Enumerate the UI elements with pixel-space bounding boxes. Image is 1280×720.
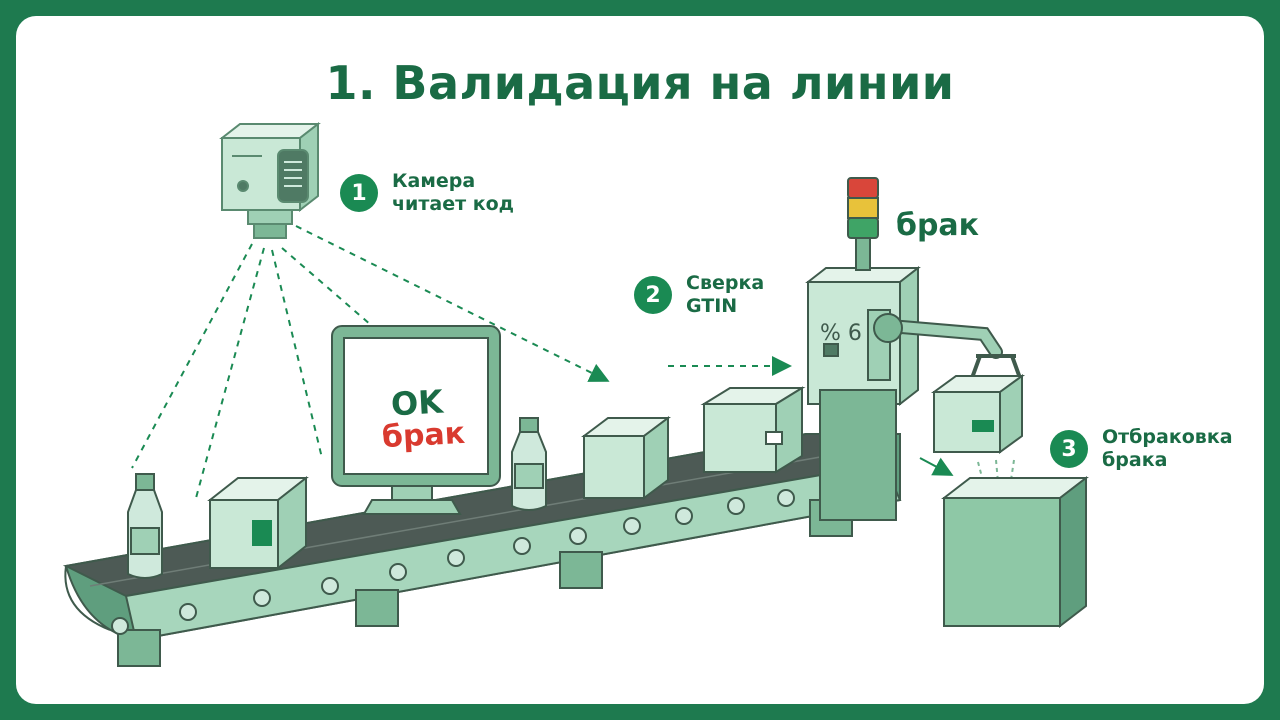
page-title: 1. Валидация на линии xyxy=(325,56,955,110)
signal-tower-icon xyxy=(847,177,879,271)
svg-text:% 6: % 6 xyxy=(820,321,862,346)
rejected-box-icon xyxy=(930,374,1026,454)
step-number-badge: 1 xyxy=(340,174,378,212)
scanner-camera-icon xyxy=(219,121,321,239)
scan-beams xyxy=(131,225,954,499)
reject-machine: % 6 xyxy=(805,265,1022,521)
step-1: 1 Камера читает код xyxy=(340,170,514,216)
diagram-frame: % 6 xyxy=(16,16,1264,704)
box-icon xyxy=(700,386,806,474)
step-3: 3 Отбраковка брака xyxy=(1050,426,1233,472)
step-number-badge: 3 xyxy=(1050,430,1088,468)
bottle-icon xyxy=(127,473,163,579)
bottle-icon xyxy=(511,417,547,511)
production-line-illustration: % 6 xyxy=(62,121,1089,667)
reject-bin-icon xyxy=(941,475,1089,629)
step-number-badge: 2 xyxy=(634,276,672,314)
signal-tower-label: брак xyxy=(896,208,980,243)
box-icon xyxy=(581,416,671,500)
box-icon xyxy=(207,475,309,571)
step-label: Камера читает код xyxy=(392,170,514,215)
step-label: Отбраковка брака xyxy=(1102,426,1233,471)
monitor-reject-text: брак xyxy=(381,415,466,456)
monitor-icon xyxy=(331,325,501,515)
step-2: 2 Сверка GTIN xyxy=(634,272,764,318)
step-label: Сверка GTIN xyxy=(686,272,765,317)
